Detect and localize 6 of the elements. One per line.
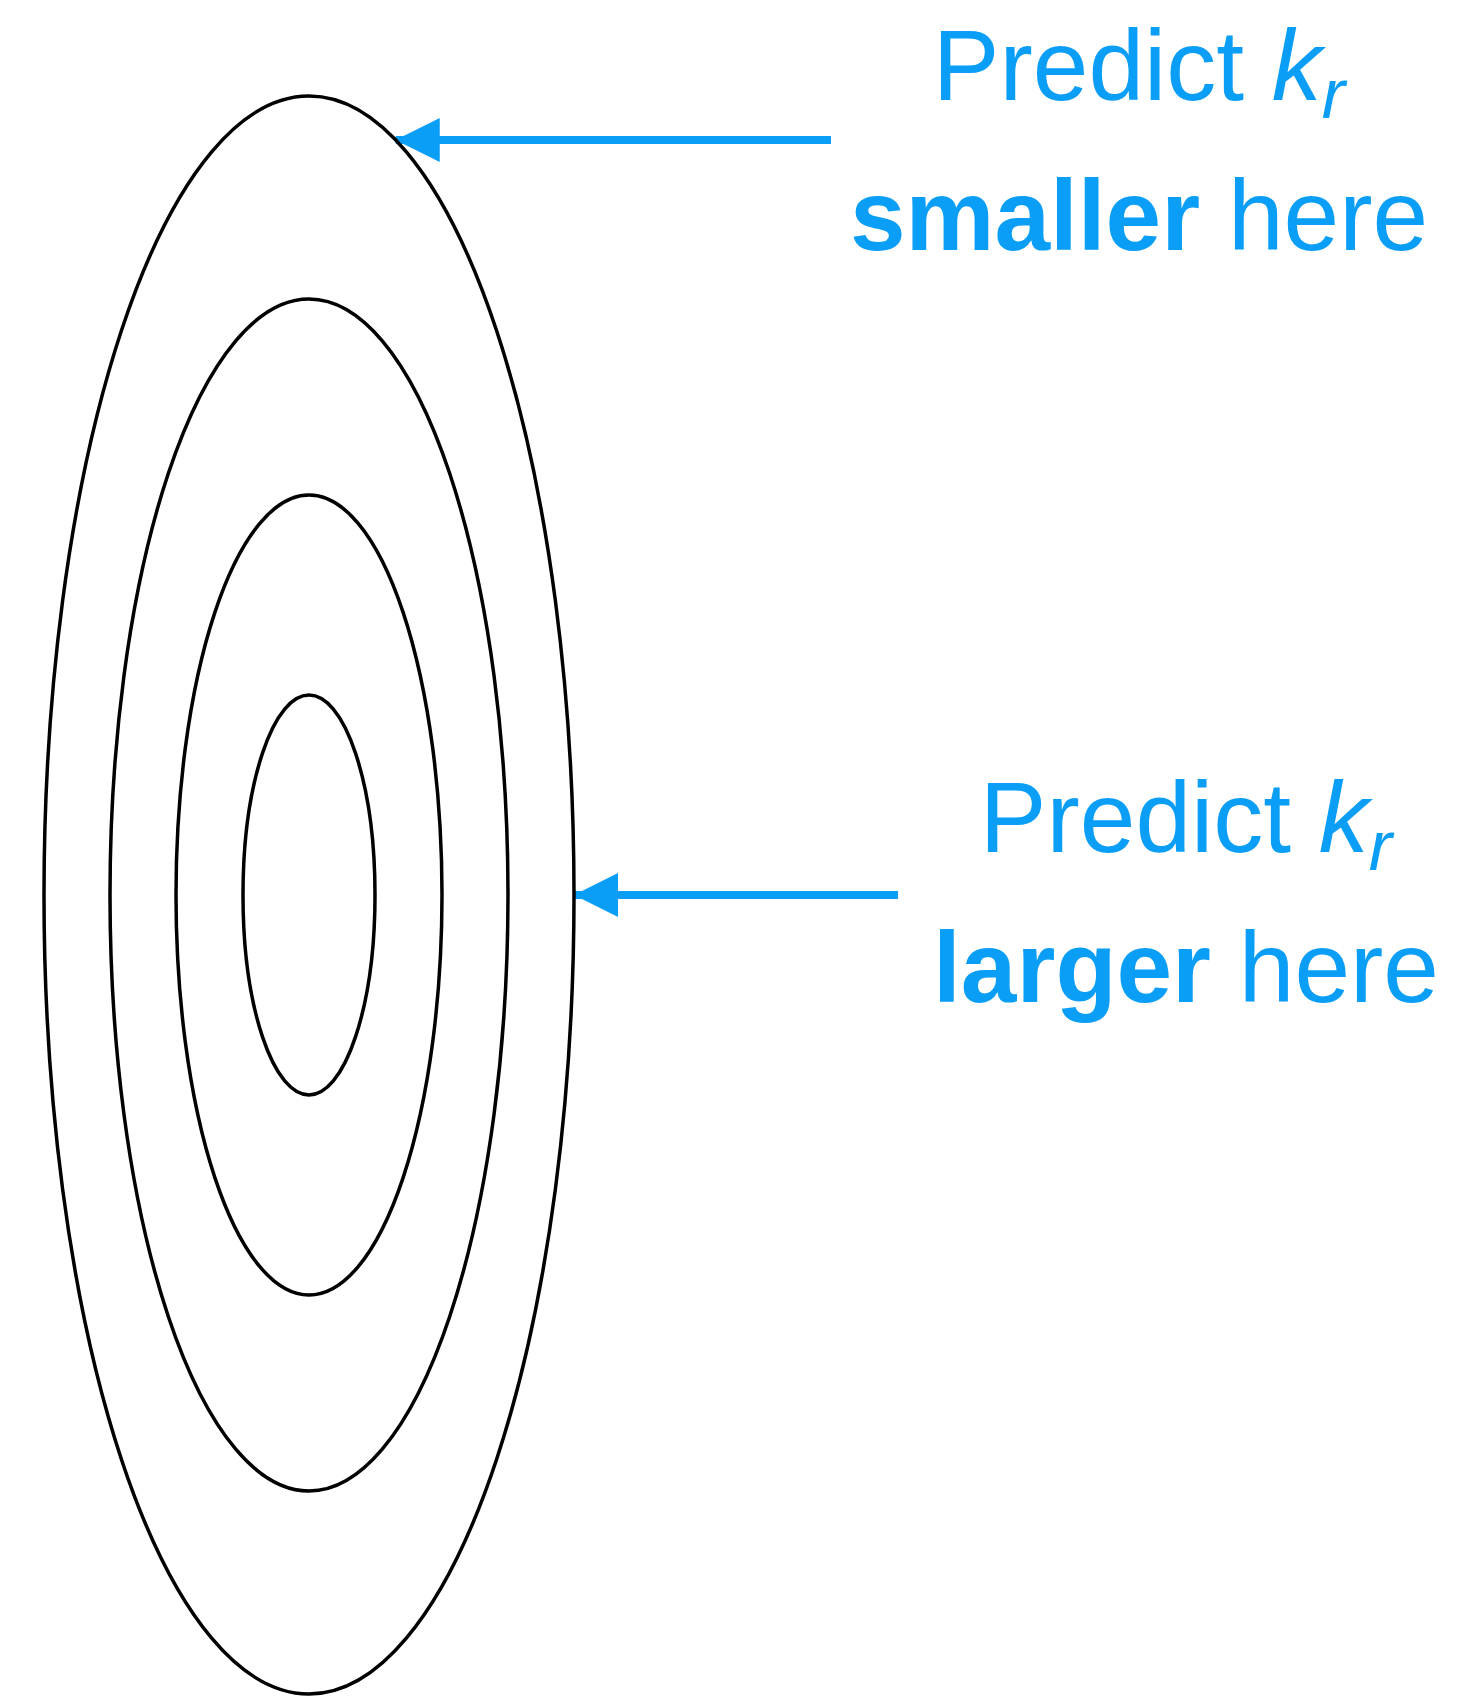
ellipse-outline xyxy=(176,495,442,1295)
ellipse-outline xyxy=(44,96,574,1694)
annotation-text: Predict k$_{r}$ smaller here xyxy=(839,0,1439,290)
ellipse-outline xyxy=(243,695,375,1095)
annotation-text: Predict k$_{r}$ larger here xyxy=(906,742,1466,1042)
ellipse-outline xyxy=(110,299,508,1491)
